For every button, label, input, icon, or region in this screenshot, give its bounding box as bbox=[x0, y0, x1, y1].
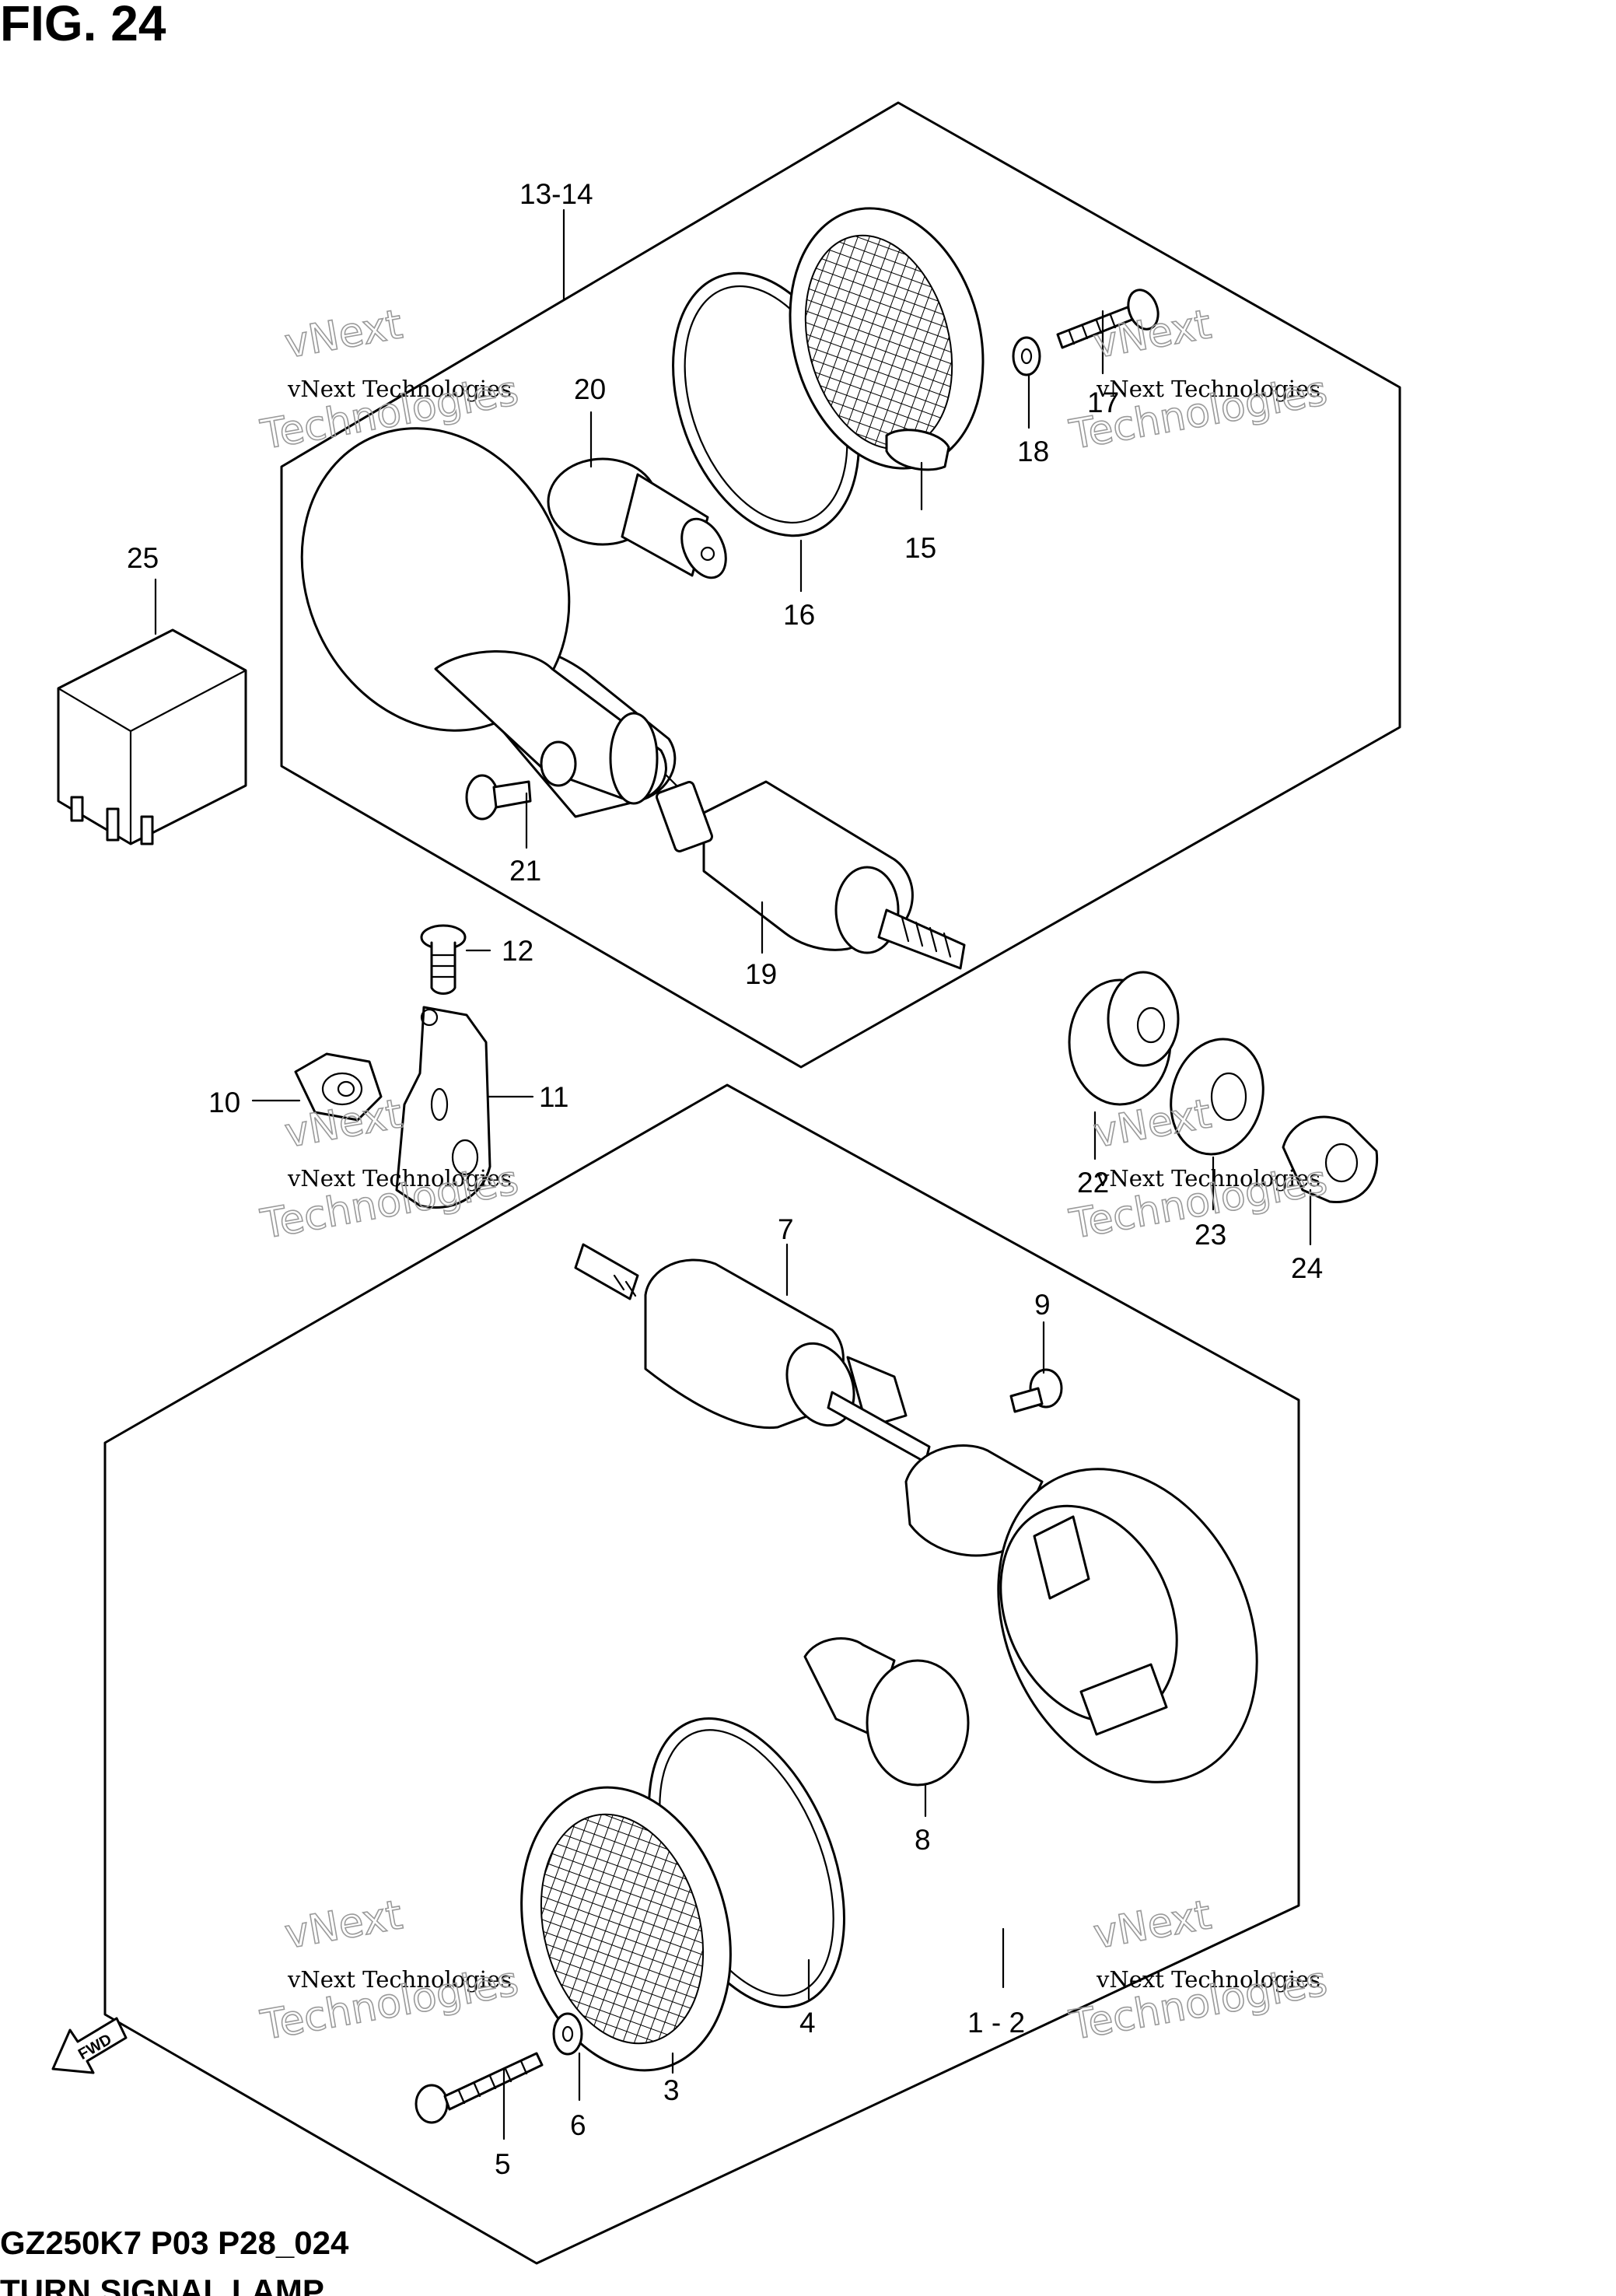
callout-4: 4 bbox=[799, 2007, 816, 2039]
svg-text:vNext Technologies: vNext Technologies bbox=[1096, 376, 1320, 402]
callout-5: 5 bbox=[495, 2148, 511, 2180]
callout-6: 6 bbox=[570, 2109, 586, 2141]
callout-10: 10 bbox=[208, 1087, 240, 1118]
leader-lines bbox=[154, 208, 1312, 2140]
forward-arrow: FWD bbox=[51, 2017, 128, 2074]
model-code: GZ250K7 P03 P28_024 bbox=[0, 2224, 349, 2261]
watermark-1: vNext vNext Technologies Technologies bbox=[257, 301, 523, 460]
part-8-bulb bbox=[803, 1637, 970, 1787]
figure-number: FIG. 24 bbox=[0, 0, 166, 51]
part-24-nut bbox=[1282, 1115, 1379, 1204]
svg-text:vNext Technologies: vNext Technologies bbox=[1096, 1966, 1320, 1993]
watermark-4: vNext vNext Technologies Technologies bbox=[1065, 1090, 1331, 1249]
part-1-2-lamp-body bbox=[904, 1444, 1258, 1783]
svg-text:vNext: vNext bbox=[282, 301, 406, 367]
part-17-screw bbox=[1056, 289, 1160, 349]
callout-17: 17 bbox=[1087, 387, 1119, 418]
upper-assembly bbox=[280, 101, 1401, 1069]
callout-24: 24 bbox=[1291, 1252, 1323, 1284]
part-22-grommet bbox=[1068, 971, 1180, 1106]
callout-7: 7 bbox=[778, 1213, 794, 1245]
callout-labels: 13-14 15 16 17 18 19 20 21 25 12 10 11 2… bbox=[127, 178, 1323, 2180]
callout-12: 12 bbox=[502, 935, 533, 967]
callout-3: 3 bbox=[663, 2074, 680, 2106]
lower-assembly bbox=[103, 1083, 1300, 2265]
part-5-screw bbox=[414, 2052, 544, 2124]
callout-1-2: 1 - 2 bbox=[967, 2007, 1025, 2039]
part-15-lens bbox=[789, 207, 985, 471]
svg-text:vNext Technologies: vNext Technologies bbox=[1096, 1165, 1320, 1192]
part-9-screw bbox=[1009, 1368, 1063, 1413]
callout-16: 16 bbox=[783, 599, 815, 631]
callout-15: 15 bbox=[904, 532, 936, 564]
callout-19: 19 bbox=[745, 958, 777, 990]
svg-text:vNext: vNext bbox=[282, 1892, 406, 1958]
callout-23: 23 bbox=[1195, 1219, 1226, 1251]
callout-9: 9 bbox=[1034, 1289, 1051, 1321]
upper-assembly-outline bbox=[280, 101, 1401, 1069]
callout-11: 11 bbox=[539, 1081, 568, 1113]
callout-8: 8 bbox=[915, 1824, 931, 1856]
part-23-washer bbox=[1170, 1038, 1264, 1156]
part-10-nut bbox=[294, 1052, 383, 1122]
svg-text:vNext Technologies: vNext Technologies bbox=[287, 1966, 512, 1993]
part-7-stem bbox=[574, 1243, 931, 1464]
svg-text:vNext: vNext bbox=[1090, 1892, 1215, 1958]
part-21-screw bbox=[465, 774, 532, 821]
part-6-washer bbox=[552, 2012, 583, 2056]
part-18-washer bbox=[1012, 336, 1041, 376]
callout-13-14: 13-14 bbox=[519, 178, 593, 210]
watermark-6: vNext vNext Technologies Technologies bbox=[1065, 1892, 1331, 2050]
figure-title: TURN SIGNAL LAMP bbox=[0, 2273, 324, 2296]
callout-25: 25 bbox=[127, 542, 159, 574]
part-20-bulb bbox=[547, 457, 727, 579]
callout-18: 18 bbox=[1017, 436, 1049, 467]
lower-assembly-outline bbox=[103, 1083, 1300, 2265]
watermark-5: vNext vNext Technologies Technologies bbox=[257, 1892, 523, 2050]
part-13-14-lamp-body bbox=[300, 427, 667, 805]
svg-text:vNext Technologies: vNext Technologies bbox=[287, 1165, 512, 1192]
svg-text:vNext Technologies: vNext Technologies bbox=[287, 376, 512, 402]
part-25-relay bbox=[57, 628, 247, 845]
svg-text:vNext: vNext bbox=[1090, 301, 1215, 367]
part-11-bracket bbox=[395, 1006, 491, 1209]
callout-20: 20 bbox=[574, 373, 606, 405]
part-12-bolt bbox=[420, 924, 467, 995]
callout-22: 22 bbox=[1077, 1167, 1109, 1199]
part-3-lens bbox=[520, 1786, 732, 2072]
callout-21: 21 bbox=[509, 855, 541, 887]
